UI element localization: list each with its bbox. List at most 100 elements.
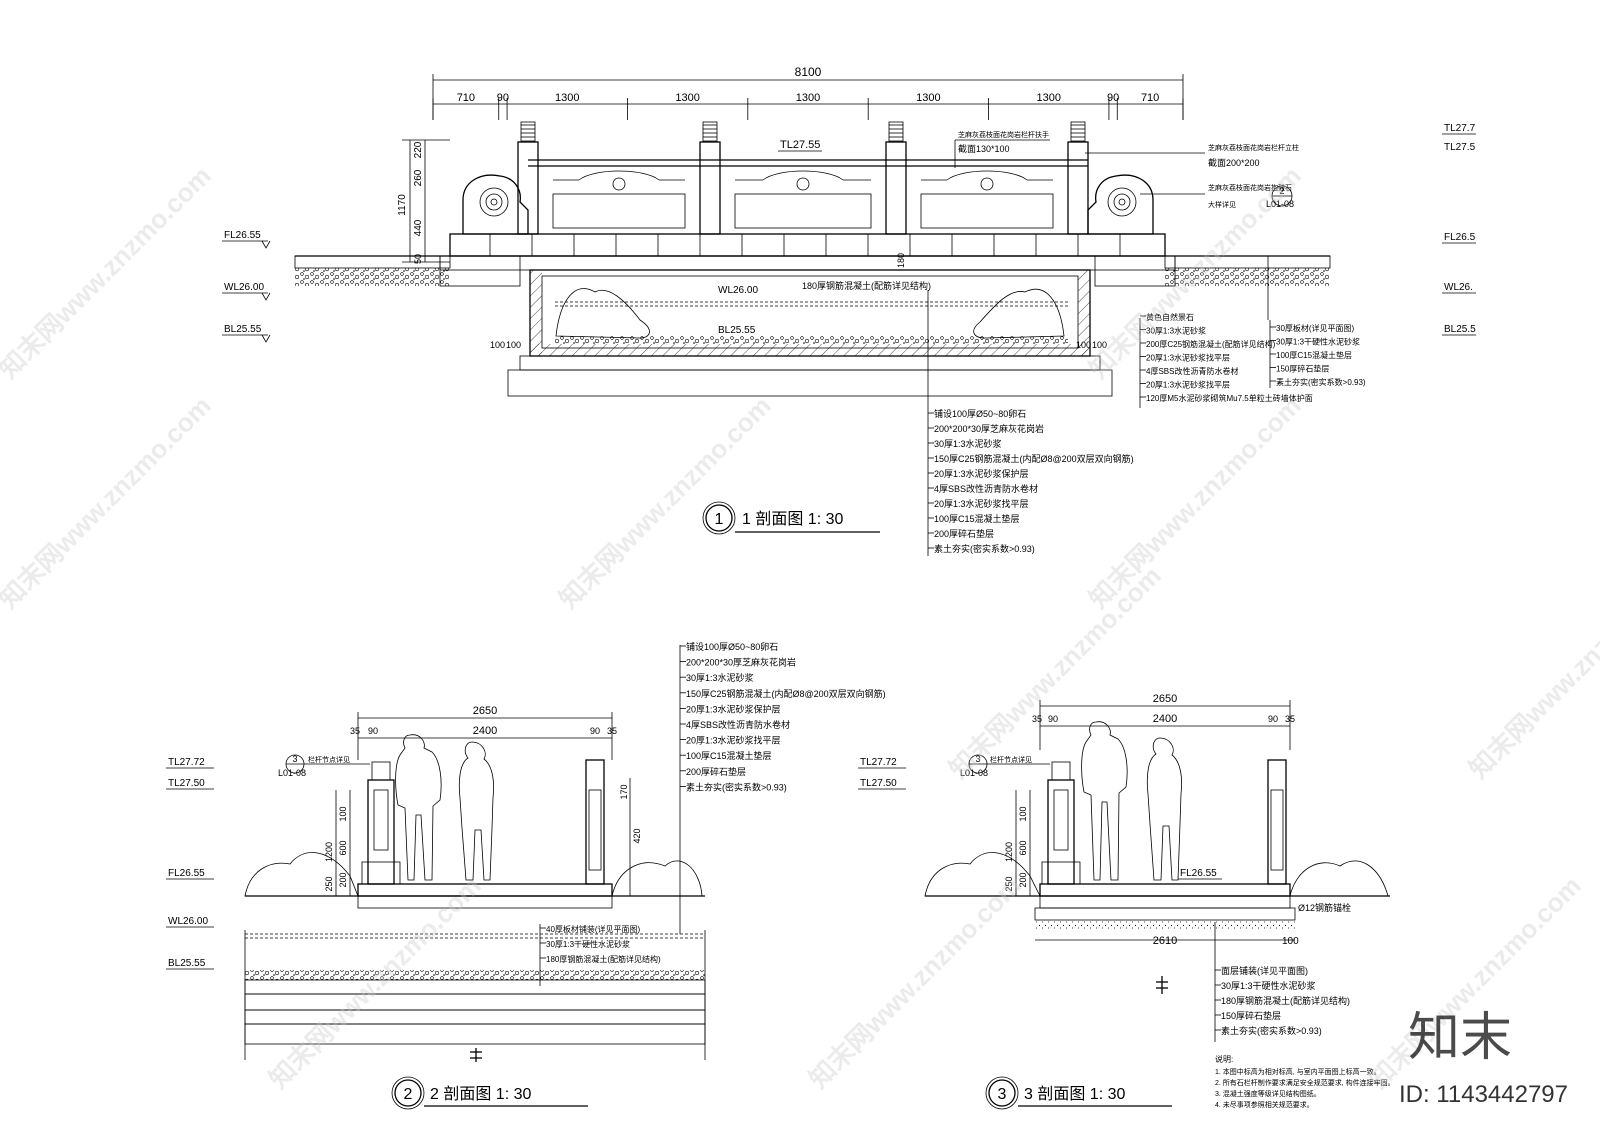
layer-note-7: 100厚C15混凝土垫层 <box>934 513 1020 524</box>
rpd-2: 420 <box>632 828 642 843</box>
edge-1: 35 <box>350 726 360 736</box>
layer-note-4: 20厚1:3水泥砂浆保护层 <box>934 468 1029 479</box>
note-item-0: 1. 本图中标高为相对标高, 与室内平面图上标高一致。 <box>1215 1067 1381 1076</box>
pd-4: 250 <box>324 876 334 891</box>
layer-note-9: 素土夯实(密实系数>0.93) <box>934 543 1035 554</box>
layer-note-2: 30厚1:3水泥砂浆 <box>934 438 1002 449</box>
layer-note-5: 4厚SBS改性沥青防水卷材 <box>934 483 1038 494</box>
section3-layer-notes: 面层铺装(详见平面图)30厚1:3干硬性水泥砂浆180厚钢筋混凝土(配筋详见结构… <box>1214 922 1350 1042</box>
cut-label-1: TL27.7 <box>1444 123 1476 134</box>
layer-note-2: 200厚C25钢筋混凝土(配筋详见结构) <box>1146 339 1276 349</box>
watermark-5: 知末网www.znzmo.com <box>1083 390 1307 614</box>
height-1170: 1170 <box>397 194 408 216</box>
elev-wl: WL26.00 <box>224 282 264 293</box>
cut-label-4: WL26. <box>1444 282 1473 293</box>
edge-3: 90 <box>1268 714 1278 724</box>
elev-fl: FL26.55 <box>168 868 205 879</box>
section3-structure: 2610 100 Ø12钢筋锚栓 <box>924 759 1390 994</box>
watermark-7: 知末网www.znzmo.com <box>263 870 487 1094</box>
edge-2: 90 <box>1048 714 1058 724</box>
detail-note: 栏杆节点详见 <box>990 755 1032 764</box>
water-level-label: WL26.00 <box>718 285 758 296</box>
layer-note-5: 20厚1:3水泥砂浆找平层 <box>1146 380 1230 390</box>
edge-4: 35 <box>607 726 617 736</box>
layer-note-0: 铺设100厚Ø50~80卵石 <box>934 408 1026 419</box>
watermark-3: 知末网www.znzmo.com <box>553 390 777 614</box>
baluster-post-2 <box>885 121 907 235</box>
section1-bridge-structure: WL26.00 BL25.55 180厚钢筋混凝土(配筋详见结构) 180 10… <box>439 233 1176 397</box>
layer-note-1: 200*200*30厚芝麻灰花岗岩 <box>686 657 796 668</box>
section2-detail-ref: 3 L01-08 栏杆节点详见 <box>278 754 370 778</box>
balustrade-panel-2 <box>905 165 1069 235</box>
height-220: 220 <box>413 141 424 158</box>
edge-1: 35 <box>1032 714 1042 724</box>
elev-fl: FL26.55 <box>224 230 261 241</box>
section3-post-dims: 100 600 1200 250 200 <box>1004 790 1031 896</box>
layer-note-2: 100厚C15混凝土垫层 <box>1276 350 1352 360</box>
title-num: 1 <box>715 511 724 528</box>
section2-title: 2 2 剖面图 1: 30 <box>391 1076 588 1110</box>
title-num: 2 <box>404 1086 413 1103</box>
pd-2: 600 <box>1018 840 1028 855</box>
layer-note-0: 铺设100厚Ø50~80卵石 <box>686 641 778 652</box>
balustrade-panel-1 <box>719 165 887 235</box>
section1-cut-labels: TL27.7 TL27.5 FL26.5 WL26. BL25.5 <box>1442 123 1476 336</box>
layer-note-6: 20厚1:3水泥砂浆找平层 <box>934 498 1029 509</box>
pd-5: 200 <box>1018 872 1028 887</box>
title-text: 3 剖面图 1: 30 <box>1024 1085 1125 1103</box>
layer-note-1: 200*200*30厚芝麻灰花岗岩 <box>934 423 1044 434</box>
section-3: 2650 2400 35 90 90 35 TL27.72 TL27.50 FL… <box>858 693 1390 1110</box>
detail-ref-sheet: L01-08 <box>1266 199 1294 209</box>
layer-note-1: 30厚1:3干硬性水泥砂浆 <box>546 939 630 949</box>
layer-note-4: 20厚1:3水泥砂浆保护层 <box>686 703 781 714</box>
layer-note-3: 150厚C25钢筋混凝土(内配Ø8@200双层双向钢筋) <box>686 688 886 699</box>
section2-dims: 2650 2400 35 90 90 35 <box>350 705 617 760</box>
edge-3: 90 <box>590 726 600 736</box>
person-man-icon <box>1081 721 1128 881</box>
pd-4: 250 <box>1004 876 1014 891</box>
section3-dims: 2650 2400 35 90 90 35 <box>1032 693 1295 750</box>
rail-note-3: 芝麻灰荔枝面花岗岩栏杆立柱 <box>1208 143 1299 152</box>
segment-dim-6: 1300 <box>1036 92 1060 104</box>
segment-dim-5: 1300 <box>916 92 940 104</box>
width-dim: 2650 <box>473 705 497 717</box>
layer-note-3: 20厚1:3水泥砂浆找平层 <box>1146 353 1230 363</box>
layer-note-0: 40厚板材铺装(详见平面图) <box>546 924 641 934</box>
section1-bottom-layers: 铺设100厚Ø50~80卵石 200*200*30厚芝麻灰花岗岩 30厚1:3水泥砂… <box>927 290 1134 556</box>
layer-note-6: 120厚M5水泥砂浆砌筑Mu7.5单粒土砖墙体护面 <box>1146 393 1313 403</box>
segment-dim-7: 90 <box>1107 92 1119 104</box>
rockery-left-icon <box>555 288 650 339</box>
pd-3: 1200 <box>324 842 334 862</box>
title-text: 1 剖面图 1: 30 <box>742 510 843 528</box>
title-text: 2 剖面图 1: 30 <box>430 1085 531 1103</box>
edge-dim-left-b: 100 <box>506 340 521 350</box>
floor-level: FL26.55 <box>1180 868 1217 879</box>
overall-dimension: 8100 <box>795 65 822 79</box>
detail-note: 栏杆节点详见 <box>308 755 350 764</box>
detail-num: 3 <box>975 754 980 764</box>
section1-title: 1 1 剖面图 1: 30 <box>702 501 880 535</box>
edge-dim-left-a: 100 <box>490 340 505 350</box>
section1-right-layers: 黄色自然景石30厚1:3水泥砂浆200厚C25钢筋混凝土(配筋详见结构)20厚1… <box>1139 256 1366 408</box>
watermark-1: 知末网www.znzmo.com <box>0 160 217 384</box>
watermark-2: 知末网www.znzmo.com <box>0 390 217 614</box>
height-260: 260 <box>413 169 424 186</box>
segment-dim-0: 710 <box>457 92 475 104</box>
section-2: 2650 2400 35 90 90 35 TL27.72 TL27.50 FL… <box>166 641 886 1110</box>
layer-note-7: 100厚C15混凝土垫层 <box>686 750 772 761</box>
person-woman-icon <box>1146 737 1182 881</box>
watermark-6: 知末网www.znzmo.com <box>943 560 1167 784</box>
note-item-1: 2. 所有石栏杆制作要求满足安全规范要求, 构件连接牢固。 <box>1215 1078 1395 1087</box>
edge-2: 90 <box>368 726 378 736</box>
detail-sheet: L01-08 <box>278 768 306 778</box>
rail-note-4: 截面200*200 <box>1208 157 1260 168</box>
layer-note-0: 黄色自然景石 <box>1146 312 1194 322</box>
height-440: 440 <box>413 219 424 236</box>
baluster-post-3 <box>1067 121 1089 235</box>
note-item-3: 4. 未尽事项参照相关规范要求。 <box>1215 1100 1314 1109</box>
watermark-8: 知末网www.znzmo.com <box>803 870 1027 1094</box>
layer-note-3: 150厚碎石垫层 <box>1221 1010 1281 1021</box>
base-dim: 2610 <box>1153 935 1177 947</box>
section3-detail-ref: 3 L01-08 栏杆节点详见 <box>960 754 1050 778</box>
